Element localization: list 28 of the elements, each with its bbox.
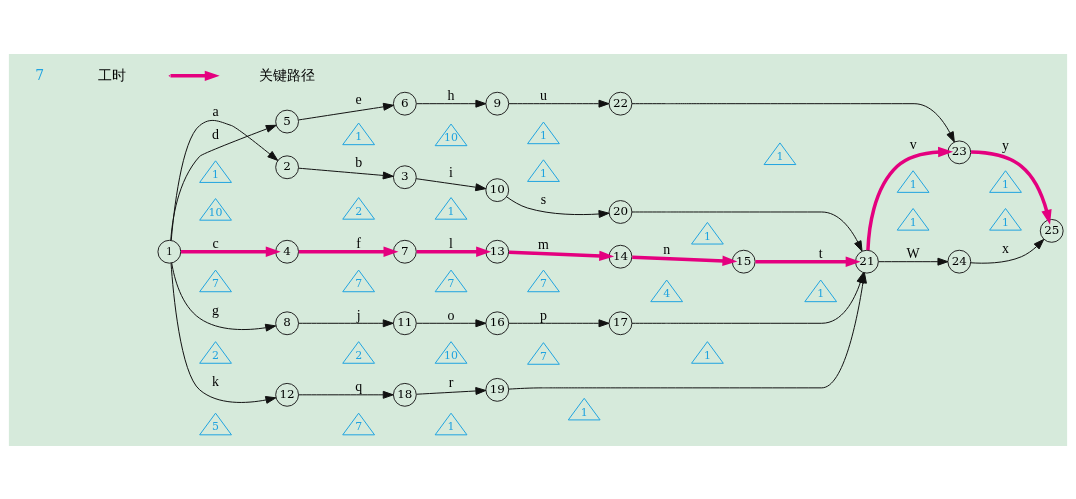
edge-label: k <box>212 373 220 389</box>
edge-label: m <box>538 236 549 252</box>
label: 7 <box>35 66 45 83</box>
edge-label: p <box>539 307 547 323</box>
edge-label: a <box>212 103 219 119</box>
edge-label: y <box>1002 137 1009 153</box>
edge-label: c <box>212 235 219 251</box>
edge-label: x <box>1002 240 1009 256</box>
edge-label: j <box>356 307 361 323</box>
edge-label: b <box>355 154 363 170</box>
edge-label: s <box>540 191 547 207</box>
edge-label: g <box>212 302 220 318</box>
edge-label: u <box>539 87 547 103</box>
edge-label: t <box>818 245 823 261</box>
edge-label: q <box>355 378 363 394</box>
edge-label: h <box>447 87 455 103</box>
edge-label: e <box>355 91 362 107</box>
legend-label: 工时 <box>98 66 127 83</box>
edge-label: d <box>212 126 220 142</box>
edge-label: i <box>449 164 453 180</box>
legend-label: 关键路径 <box>259 66 316 83</box>
edge-label: f <box>356 235 361 251</box>
edge-label: v <box>909 136 917 152</box>
edge-label: l <box>449 235 453 251</box>
edge-label: o <box>447 307 455 323</box>
edge-label: W <box>906 245 920 261</box>
edge-label: n <box>663 241 671 257</box>
edge-label: r <box>448 374 454 390</box>
